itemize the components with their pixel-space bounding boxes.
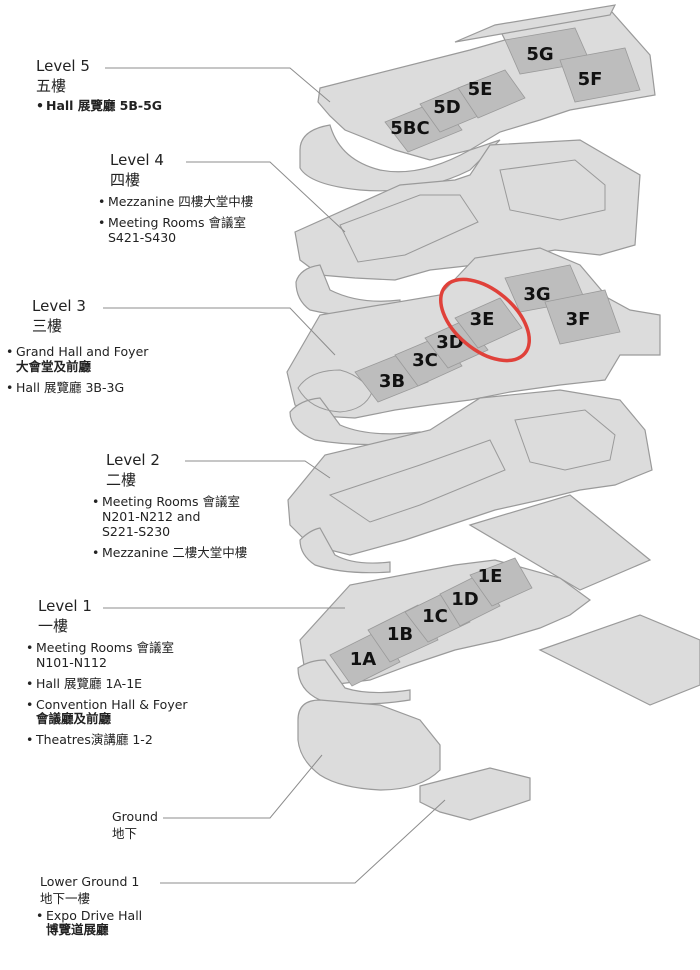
legend-item: Convention Hall & Foyer 會議廳及前廳 xyxy=(26,697,188,728)
legend-item: Mezzanine 二樓大堂中樓 xyxy=(92,545,247,561)
level-chinese-title: 一樓 xyxy=(38,616,69,635)
lower-ground-legend: Lower Ground 1 地下一樓 Expo Drive Hall 博覽道展… xyxy=(36,874,142,944)
leader-line-level-3 xyxy=(103,307,336,356)
level-title: Level 1 xyxy=(38,597,92,615)
hall-label: 5E xyxy=(468,79,493,100)
hall-block xyxy=(559,47,641,103)
hall-label: 3F xyxy=(566,309,591,330)
level-1-lower-ring xyxy=(297,659,411,705)
level-2-floor xyxy=(287,389,653,556)
level-chinese-title: 三樓 xyxy=(32,316,63,335)
hall-label: 1A xyxy=(350,649,377,670)
hall-label: 3E xyxy=(470,309,495,330)
level-chinese-title: 五樓 xyxy=(36,76,67,95)
hall-block xyxy=(457,69,526,119)
ground-legend: Ground 地下 xyxy=(112,809,158,842)
level-5-annex xyxy=(454,4,617,43)
legend-item: Hall 展覽廳 1A-1E xyxy=(26,676,188,692)
level-5-legend: Level 5 五樓 Hall 展覽廳 5B-5G xyxy=(36,57,162,120)
level-chinese-title: 二樓 xyxy=(106,470,137,489)
legend-item: Meeting Rooms 會議室 S421-S430 xyxy=(98,215,253,246)
hall-label: 3D xyxy=(436,332,463,353)
legend-item: Meeting Rooms 會議室 N101-N112 xyxy=(26,641,188,671)
hall-block xyxy=(454,297,523,349)
level-title: Level 5 xyxy=(36,57,90,75)
level-5-lower-ring xyxy=(299,124,501,192)
leader-line-ground xyxy=(163,754,323,819)
ground-floor xyxy=(297,699,441,791)
level-3-legend: Level 3 三樓 Grand Hall and Foyer 大會堂及前廳 H… xyxy=(6,297,148,402)
hall-label: 5D xyxy=(433,97,460,118)
level-2-lower-ring xyxy=(299,527,391,574)
hall-blocks xyxy=(329,27,641,687)
level-4-atrium-outline xyxy=(339,194,479,263)
hall-label: 1B xyxy=(387,624,413,645)
level-4-annex-room-outline xyxy=(499,159,606,221)
leader-line-level-5 xyxy=(105,67,331,103)
level-2-atrium-outline xyxy=(328,439,506,523)
hall-label: 1C xyxy=(422,606,448,627)
legend-item: Hall 展覽廳 5B-5G xyxy=(36,99,162,114)
highlight-circle-3e xyxy=(438,277,532,363)
legend-item: Grand Hall and Foyer 大會堂及前廳 xyxy=(6,345,148,375)
hall-label: 1D xyxy=(451,589,478,610)
level-title: Ground xyxy=(112,809,158,824)
leader-line-lower-ground xyxy=(160,799,446,884)
hall-block xyxy=(544,289,621,345)
hall-block xyxy=(469,557,533,607)
leader-line-level-4 xyxy=(186,161,346,233)
lower-ground-floor xyxy=(419,767,531,821)
level-2-annex-room-outline xyxy=(514,409,616,471)
hall-label: 3B xyxy=(379,371,405,392)
level-1-annex xyxy=(538,614,700,706)
legend-item: Theatres演講廳 1-2 xyxy=(26,732,188,748)
legend-item: Hall 展覽廳 3B-3G xyxy=(6,380,148,396)
hall-label: 3G xyxy=(523,284,550,305)
legend-item: Mezzanine 四樓大堂中樓 xyxy=(98,195,253,210)
level-4-legend: Level 4 四樓 Mezzanine 四樓大堂中樓 Meeting Room… xyxy=(98,151,253,252)
hall-label: 5F xyxy=(578,69,603,90)
level-2-legend: Level 2 二樓 Meeting Rooms 會議室 N201-N212 a… xyxy=(92,451,247,566)
hall-label: 3C xyxy=(412,350,438,371)
level-title: Level 3 xyxy=(32,297,86,315)
level-4-floor xyxy=(294,139,641,281)
level-2-annex xyxy=(468,494,652,591)
hall-label: 1E xyxy=(478,566,503,587)
level-chinese-title: 地下 xyxy=(112,825,138,841)
hall-label: 5BC xyxy=(390,118,429,139)
leader-line-level-2 xyxy=(185,460,331,479)
legend-item: Meeting Rooms 會議室 N201-N212 and S221-S23… xyxy=(92,495,247,539)
hall-label: 5G xyxy=(526,44,553,65)
level-chinese-title: 地下一樓 xyxy=(40,890,91,906)
level-1-legend: Level 1 一樓 Meeting Rooms 會議室 N101-N112 H… xyxy=(26,597,188,754)
level-title: Level 2 xyxy=(106,451,160,469)
level-title: Level 4 xyxy=(110,151,164,169)
legend-item: Expo Drive Hall 博覽道展廳 xyxy=(36,908,142,939)
level-title: Lower Ground 1 xyxy=(40,874,140,889)
level-chinese-title: 四樓 xyxy=(110,170,141,189)
